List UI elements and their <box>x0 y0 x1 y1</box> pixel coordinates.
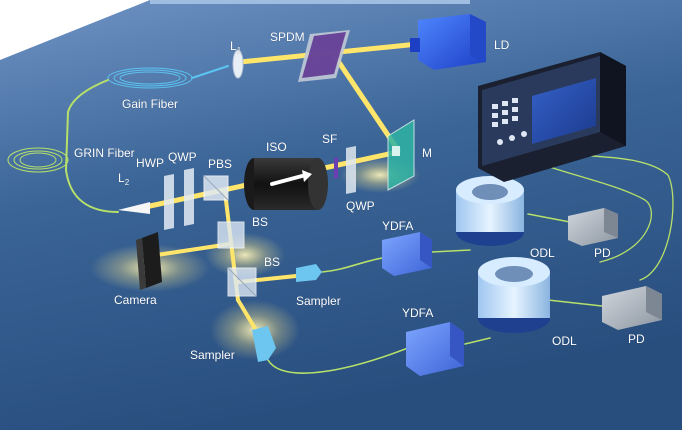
qwp-left-plate <box>184 168 194 226</box>
label-sampler-right: Sampler <box>296 294 341 308</box>
l2-lens <box>118 202 150 214</box>
m-mirror <box>387 119 415 191</box>
gain-fiber-coil-2 <box>113 69 187 87</box>
qwp-right-plate <box>346 146 356 194</box>
label-grin-fiber: GRIN Fiber <box>74 146 135 160</box>
hwp-plate <box>164 174 174 230</box>
label-l1-sub: 1 <box>237 46 242 55</box>
bs-cube-top <box>217 221 245 249</box>
label-ld: LD <box>494 38 510 52</box>
label-m: M <box>422 146 432 160</box>
ydfa-top-box <box>382 232 432 276</box>
oscilloscope-buttons <box>492 98 527 145</box>
gain-fiber-coil-3 <box>119 71 181 85</box>
bs-cube-bottom <box>227 267 257 297</box>
label-odl-bottom: ODL <box>552 334 577 348</box>
camera <box>136 232 162 290</box>
label-qwp-left: QWP <box>168 150 197 164</box>
odl-to-pd-bottom <box>547 299 603 307</box>
beam-to-camera <box>148 242 232 258</box>
odl-to-pd-top <box>527 213 571 223</box>
grin-fiber-coil-2 <box>13 150 63 170</box>
label-iso: ISO <box>266 140 287 154</box>
ydfa-to-odl-bottom <box>464 337 491 345</box>
ld-laser-diode <box>410 14 486 70</box>
gain-to-grin-fiber <box>65 79 109 171</box>
label-odl-top: ODL <box>530 246 555 260</box>
label-l1: L1 <box>230 39 242 55</box>
sampler-bottom <box>252 326 276 362</box>
label-spdm: SPDM <box>270 30 305 44</box>
iso-isolator <box>244 158 328 210</box>
label-l1-main: L <box>230 39 237 53</box>
pd-bottom-box <box>602 286 662 330</box>
label-ydfa-top: YDFA <box>382 219 413 233</box>
label-hwp: HWP <box>136 156 164 170</box>
iso-arrow-icon <box>270 174 304 186</box>
sf-filter <box>334 157 338 179</box>
label-l2-sub: 2 <box>125 178 130 187</box>
label-bs-top: BS <box>252 215 268 229</box>
odl-top-drum <box>456 176 524 246</box>
ydfa-bottom-box <box>406 322 464 376</box>
grin-fiber-coil-3 <box>19 152 57 168</box>
oscilloscope <box>478 52 626 182</box>
labels: LD SPDM L1 Gain Fiber GRIN Fiber L2 HWP … <box>74 30 646 363</box>
label-gain-fiber: Gain Fiber <box>122 97 178 111</box>
beam-spdm-m <box>329 49 401 153</box>
label-pd-top: PD <box>594 246 611 260</box>
spdm-mirror <box>298 30 350 82</box>
label-pd-bottom: PD <box>628 332 645 346</box>
pd-top-box <box>568 208 618 246</box>
grin-to-l2-fiber <box>65 169 119 213</box>
label-ydfa-bottom: YDFA <box>402 306 433 320</box>
label-l2: L2 <box>118 171 130 187</box>
ydfa-to-odl-top <box>431 249 471 253</box>
label-l2-main: L <box>118 171 125 185</box>
label-sf: SF <box>322 132 337 146</box>
sampler-to-ydfa-bottom <box>267 347 409 374</box>
label-sampler-bottom: Sampler <box>190 348 235 362</box>
beam-to-sampler-bottom <box>236 298 258 332</box>
label-qwp-right: QWP <box>346 199 375 213</box>
sampler-right <box>296 264 322 282</box>
label-pbs: PBS <box>208 157 232 171</box>
label-bs-bottom: BS <box>264 255 280 269</box>
oscilloscope-screen <box>532 78 596 144</box>
sampler-to-ydfa-top <box>321 257 383 273</box>
table-edge <box>150 0 470 4</box>
gain-fiber-lead <box>191 65 229 79</box>
grin-fiber-coil-1 <box>7 147 69 173</box>
odl-bottom-drum <box>478 257 550 333</box>
pbs-cube <box>203 175 229 201</box>
l1-lens <box>232 49 244 79</box>
label-camera: Camera <box>114 293 157 307</box>
